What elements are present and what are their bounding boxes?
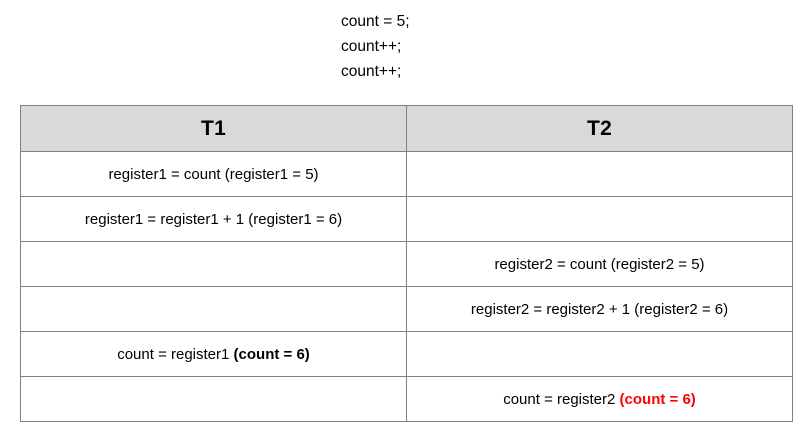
cell-text: count = register1	[117, 345, 234, 363]
cell-t2	[406, 331, 793, 377]
cell-text: register1 = count (register1 = 5)	[108, 165, 319, 183]
code-line: count++;	[341, 63, 402, 80]
table-header-row: T1 T2	[20, 105, 793, 152]
table-body: register1 = count (register1 = 5) regist…	[20, 151, 793, 422]
table-row: register2 = register2 + 1 (register2 = 6…	[20, 286, 793, 332]
code-preamble: count = 5; count++; count++;	[341, 9, 410, 84]
cell-t1: register1 = count (register1 = 5)	[20, 151, 407, 197]
cell-t1	[20, 286, 407, 332]
cell-text: register2 = register2 + 1 (register2 = 6…	[470, 300, 729, 318]
cell-t2	[406, 196, 793, 242]
cell-text: register1 = register1 + 1 (register1 = 6…	[84, 210, 343, 228]
table-row: register1 = count (register1 = 5)	[20, 151, 793, 197]
cell-t1	[20, 376, 407, 422]
cell-text: count = register2	[503, 390, 620, 408]
table-row: register1 = register1 + 1 (register1 = 6…	[20, 196, 793, 242]
thread-interleaving-table: T1 T2 register1 = count (register1 = 5) …	[20, 105, 793, 422]
cell-t2	[406, 151, 793, 197]
cell-emphasis: (count = 6)	[233, 345, 310, 363]
code-line: count = 5;	[341, 13, 410, 30]
cell-t2: register2 = register2 + 1 (register2 = 6…	[406, 286, 793, 332]
table-row: register2 = count (register2 = 5)	[20, 241, 793, 287]
table-row: count = register1 (count = 6)	[20, 331, 793, 377]
code-line: count++;	[341, 38, 402, 55]
column-header-t2: T2	[406, 105, 793, 152]
cell-t2: register2 = count (register2 = 5)	[406, 241, 793, 287]
cell-t1: count = register1 (count = 6)	[20, 331, 407, 377]
cell-t2: count = register2 (count = 6)	[406, 376, 793, 422]
column-header-t1: T1	[20, 105, 407, 152]
cell-text: register2 = count (register2 = 5)	[494, 255, 705, 273]
cell-t1: register1 = register1 + 1 (register1 = 6…	[20, 196, 407, 242]
table-row: count = register2 (count = 6)	[20, 376, 793, 422]
cell-t1	[20, 241, 407, 287]
cell-emphasis-highlight: (count = 6)	[619, 390, 696, 408]
